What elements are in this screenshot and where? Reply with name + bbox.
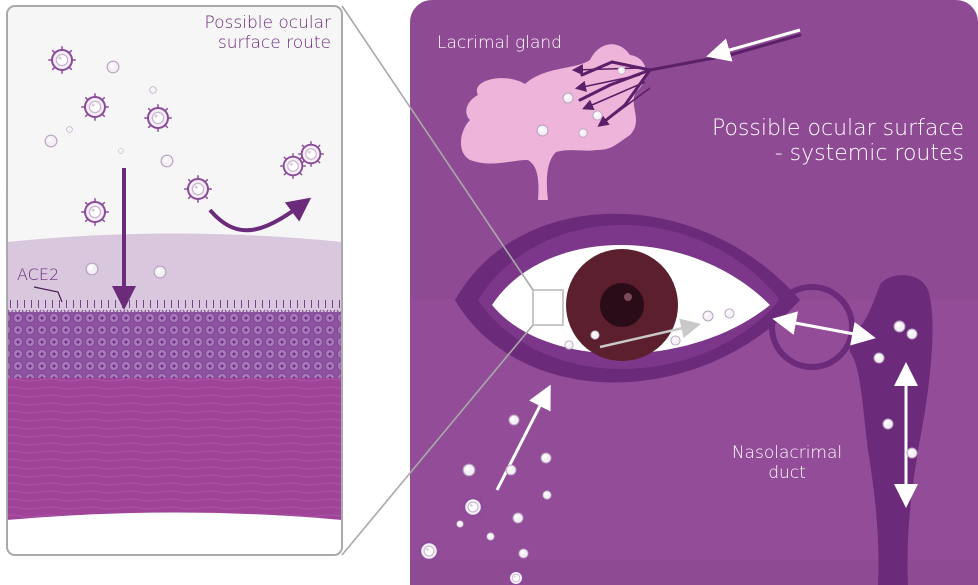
systemic-routes-line1: Possible ocular surface [690, 116, 964, 141]
duct-label-line1: Nasolacrimal [728, 444, 846, 464]
nasolacrimal-duct-label: Nasolacrimal duct [728, 444, 846, 483]
ace2-label: ACE2 [17, 266, 59, 284]
inset-title-line1: Possible ocular [176, 14, 331, 34]
inset-title: Possible ocular surface route [176, 14, 331, 53]
systemic-routes-line2: - systemic routes [690, 141, 964, 166]
systemic-routes-label: Possible ocular surface - systemic route… [690, 116, 964, 167]
duct-label-line2: duct [728, 464, 846, 484]
lacrimal-gland-label: Lacrimal gland [437, 34, 562, 54]
inset-title-line2: surface route [176, 34, 331, 54]
pupil [600, 283, 644, 327]
